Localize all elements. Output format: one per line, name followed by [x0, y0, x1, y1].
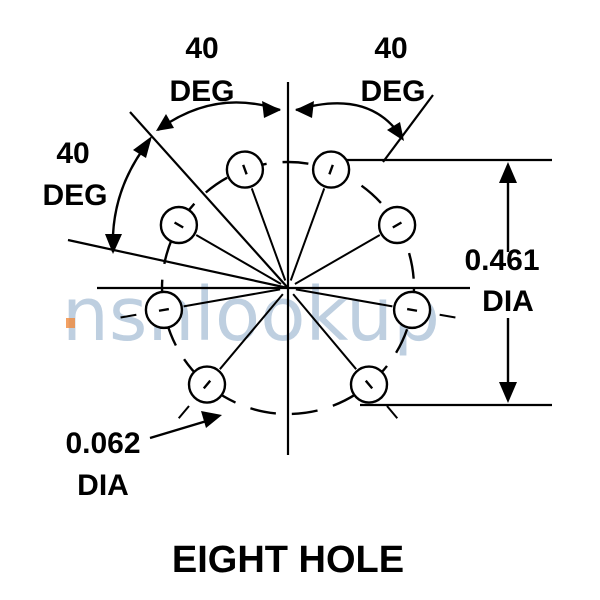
angle-top-left-unit: DEG	[169, 75, 234, 108]
arrow-top-right-start	[295, 101, 314, 118]
hole-center-mark	[406, 307, 418, 312]
bolt-circle-unit: DIA	[482, 285, 534, 318]
angle-top-right-unit: DEG	[360, 75, 425, 108]
hole-center-mark	[364, 379, 374, 390]
radial-outer-tick	[177, 405, 190, 419]
arrow-dim-up	[499, 162, 517, 183]
arrow-top-right-end	[387, 122, 404, 141]
arrow-top-left-start	[156, 114, 174, 131]
bolt-circle	[160, 160, 416, 416]
watermark-accent-square	[66, 318, 75, 328]
radial-outer-tick	[439, 313, 456, 319]
hole-center-mark	[173, 221, 184, 229]
hole-center-mark	[202, 379, 212, 390]
hole-leader-line	[149, 418, 211, 440]
arrow-dim-down	[499, 382, 517, 403]
angle-top-right-value: 40	[374, 32, 407, 65]
hole-diameter-value: 0.062	[65, 427, 140, 460]
holes-group	[144, 150, 432, 404]
hole-diameter-unit: DIA	[77, 469, 129, 502]
arrow-left-top	[133, 136, 152, 158]
bolt-circle-value: 0.461	[464, 244, 539, 277]
hole-center-mark	[158, 307, 170, 312]
diagram-title: EIGHT HOLE	[172, 539, 404, 581]
arrow-top-left-end	[262, 101, 281, 118]
radial-outer-tick	[120, 313, 137, 319]
radial-line	[195, 234, 282, 285]
radial-line	[295, 288, 393, 308]
arrow-hole-leader	[201, 411, 222, 428]
radial-line	[292, 293, 357, 370]
hole-center-mark	[392, 221, 403, 229]
angle-left-unit: DEG	[42, 179, 107, 212]
angle-top-left-value: 40	[185, 32, 218, 65]
radial-lines	[120, 188, 456, 419]
radial-line	[289, 188, 326, 281]
watermark-text: nsnlookup	[62, 272, 440, 358]
hole-center-mark	[328, 164, 334, 175]
radial-outer-tick	[386, 405, 399, 419]
radial-line	[219, 293, 284, 370]
arrow-left-bottom	[105, 234, 122, 254]
reference-line-left	[67, 238, 289, 290]
angle-left-value: 40	[56, 137, 89, 170]
radial-line	[250, 188, 287, 281]
radial-line	[183, 288, 281, 308]
radial-line	[294, 234, 381, 285]
reference-line-upper-right	[382, 94, 434, 163]
reference-line-upper-left	[129, 111, 289, 289]
hole-center-mark	[242, 164, 248, 175]
